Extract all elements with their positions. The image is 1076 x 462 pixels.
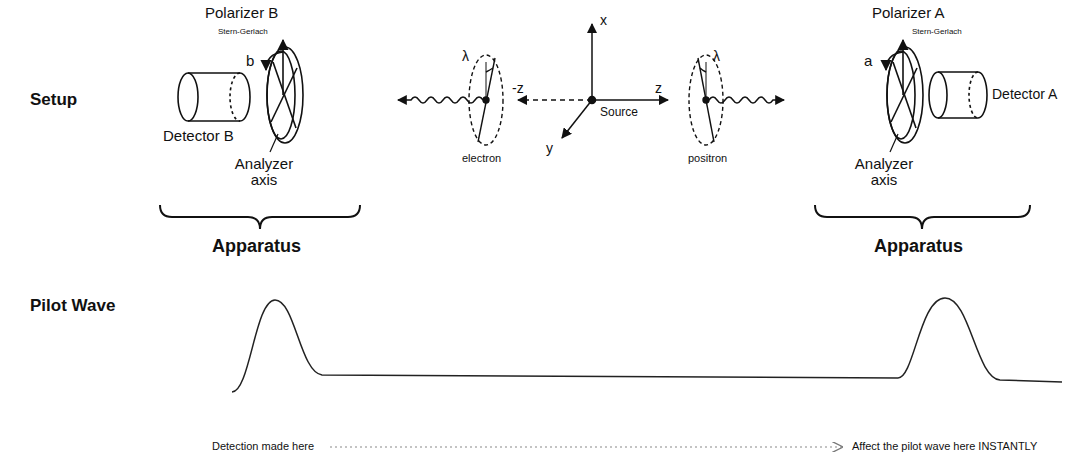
angle-label: a [864, 52, 872, 69]
polarizer-type: Stern-Gerlach [218, 27, 268, 36]
polarizer-b [266, 40, 303, 152]
note-text: Detection made here [212, 440, 314, 453]
polarizer-name: Polarizer A [872, 4, 945, 21]
electron-particle [398, 55, 503, 145]
group-label: Apparatus [212, 236, 301, 257]
angle-label: b [246, 52, 254, 69]
angle-label: λ [713, 48, 720, 64]
detector-a [929, 72, 987, 118]
coordinate-axes [518, 24, 668, 138]
axis-name: y [546, 140, 553, 156]
axis-label: Analyzer axis [846, 156, 922, 188]
polarizer-type: Stern-Gerlach [912, 27, 962, 36]
axis-name: -z [512, 80, 524, 96]
apparatus-brace [160, 205, 360, 229]
dotted-arrow [330, 446, 842, 447]
angle-label: λ [462, 48, 469, 64]
apparatus-brace [815, 205, 1030, 229]
axis-label: Analyzer axis [226, 156, 302, 188]
positron-particle [689, 55, 784, 145]
axis-name: x [600, 12, 607, 28]
particle-name: positron [688, 152, 727, 165]
polarizer-a [886, 40, 923, 152]
polarizer-name: Polarizer B [205, 4, 278, 21]
detector-name: Detector A [992, 86, 1057, 102]
note-text: Affect the pilot wave here INSTANTLY [852, 440, 1037, 453]
row-heading: Pilot Wave [30, 296, 115, 316]
pilot-wave-curve [232, 298, 1062, 392]
source-label: Source [600, 106, 638, 120]
detector-b [178, 73, 250, 121]
group-label: Apparatus [874, 236, 963, 257]
detector-name: Detector B [163, 127, 234, 144]
particle-name: electron [462, 152, 501, 165]
row-heading: Setup [30, 90, 77, 110]
axis-name: z [655, 80, 662, 96]
